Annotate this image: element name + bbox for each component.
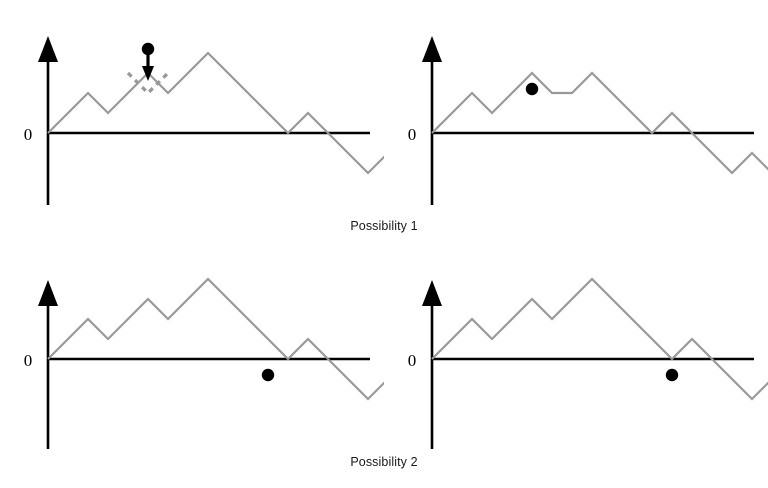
lower-peak-arrow-icon [142, 54, 154, 81]
zero-axis-label: 0 [408, 351, 417, 370]
panel-top-left-plot: 0 [24, 36, 384, 205]
zero-axis-label: 0 [24, 351, 33, 370]
lattice-path [431, 277, 768, 401]
caption-possibility-1: Possibility 1 [350, 219, 418, 233]
panel-bottom-right-plot: 0 [408, 277, 768, 449]
path-marker-dot [261, 368, 275, 382]
path-marker-dot [141, 42, 155, 56]
panel-bottom-right: 0 [384, 244, 768, 460]
path-marker-dot [525, 82, 539, 96]
panel-bottom-left: 0 [0, 244, 384, 460]
path-marker-dot [665, 368, 679, 382]
y-axis-arrow-icon [422, 36, 442, 62]
panel-top-left: 0 [0, 0, 384, 216]
panel-top-right-plot: 0 [408, 36, 768, 205]
panel-bottom-left-plot: 0 [24, 277, 384, 449]
zero-axis-label: 0 [408, 125, 417, 144]
caption-possibility-2: Possibility 2 [350, 455, 418, 469]
lattice-path [431, 71, 768, 175]
lattice-path [47, 277, 384, 401]
y-axis-arrow-icon [38, 280, 58, 306]
panel-top-right: 0 [384, 0, 768, 216]
y-axis-arrow-icon [422, 280, 442, 306]
y-axis-arrow-icon [38, 36, 58, 62]
lattice-path [47, 51, 384, 175]
zero-axis-label: 0 [24, 125, 33, 144]
